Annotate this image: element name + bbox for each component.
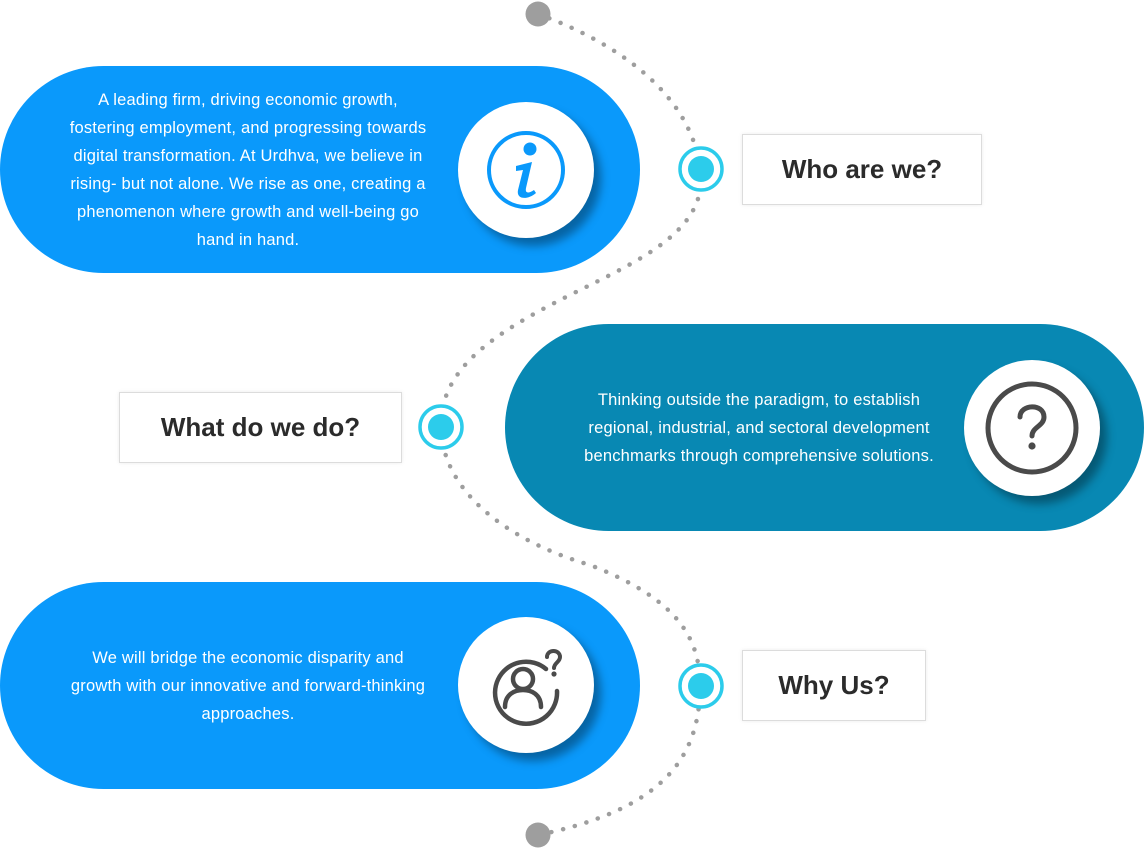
what-icon-disc xyxy=(964,360,1100,496)
who-text-line: digital transformation. At Urdhva, we be… xyxy=(73,147,423,165)
why-icon-disc xyxy=(458,617,594,753)
question-icon xyxy=(985,381,1079,475)
info-icon xyxy=(487,131,565,209)
timeline-marker-why xyxy=(678,663,724,709)
timeline-marker-who xyxy=(678,146,724,192)
who-text-line: rising- but not alone. We rise as one, c… xyxy=(70,175,426,193)
why-text-line: growth with our innovative and forward-t… xyxy=(70,677,426,695)
user-question-icon xyxy=(492,649,563,726)
who-text-line: fostering employment, and progressing to… xyxy=(69,119,427,137)
who-text-line: A leading firm, driving economic growth, xyxy=(98,91,398,109)
who-text-line: phenomenon where growth and well-being g… xyxy=(76,203,420,221)
why-us-label: Why Us? xyxy=(742,650,926,721)
what-text-line: Thinking outside the paradigm, to establ… xyxy=(597,391,921,409)
why-text-line: We will bridge the economic disparity an… xyxy=(92,649,404,667)
start-dot xyxy=(525,1,551,27)
what-do-we-do-text: Thinking outside the paradigm, to establ… xyxy=(546,386,972,470)
why-us-text: We will bridge the economic disparity an… xyxy=(30,644,466,728)
timeline-marker-what xyxy=(418,404,464,450)
who-icon-disc xyxy=(458,102,594,238)
what-text-line: regional, industrial, and sectoral devel… xyxy=(588,419,930,437)
why-text-line: approaches. xyxy=(201,705,295,723)
who-are-we-text: A leading firm, driving economic growth,… xyxy=(30,86,466,254)
what-text-line: benchmarks through comprehensive solutio… xyxy=(584,447,934,465)
who-are-we-label: Who are we? xyxy=(742,134,982,205)
who-text-line: hand in hand. xyxy=(196,231,300,249)
end-dot xyxy=(525,822,551,848)
what-do-we-do-label: What do we do? xyxy=(119,392,402,463)
